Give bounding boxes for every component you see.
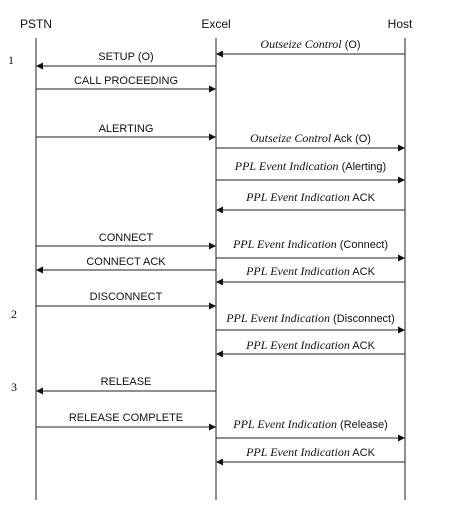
message: ALERTING bbox=[36, 123, 216, 141]
message-label-italic: PPL Event Indication bbox=[245, 264, 350, 278]
message-label: RELEASE bbox=[101, 376, 152, 388]
message: PPL Event Indication ACK bbox=[216, 264, 405, 286]
message-label-italic: Outseize Control bbox=[260, 37, 342, 51]
message-label-italic: PPL Event Indication bbox=[232, 237, 337, 251]
message-label: PPL Event Indication (Alerting) bbox=[234, 159, 386, 173]
message-label-italic: Outseize Control bbox=[250, 131, 332, 145]
message-label-plain: ACK bbox=[350, 447, 376, 459]
message-label: Outseize Control (O) bbox=[260, 37, 360, 51]
message-label: RELEASE COMPLETE bbox=[69, 412, 183, 424]
message: PPL Event Indication (Release) bbox=[216, 417, 405, 442]
message-label: CONNECT ACK bbox=[86, 256, 166, 268]
message-label-plain: (Disconnect) bbox=[330, 313, 395, 325]
step-marker-1: 1 bbox=[8, 53, 14, 67]
message-list: Outseize Control (O) SETUP (O) CALL PROCEE… bbox=[36, 37, 405, 466]
message-label-plain: (Alerting) bbox=[339, 161, 387, 173]
message-label: PPL Event Indication ACK bbox=[245, 190, 375, 204]
message-label-plain: (O) bbox=[342, 39, 361, 51]
message-label-italic: PPL Event Indication bbox=[245, 338, 350, 352]
message-label: CONNECT bbox=[99, 232, 154, 244]
message: DISCONNECT bbox=[36, 291, 216, 310]
message-label-plain: ACK bbox=[350, 266, 376, 278]
message-label-italic: PPL Event Indication bbox=[245, 445, 350, 459]
message-label: PPL Event Indication ACK bbox=[245, 264, 375, 278]
message-label-plain: (Release) bbox=[337, 419, 388, 431]
message-label: Outseize Control Ack (O) bbox=[250, 131, 371, 145]
message-label: PPL Event Indication ACK bbox=[245, 445, 375, 459]
message-label-plain: (Connect) bbox=[337, 239, 388, 251]
message: Outseize Control (O) bbox=[216, 37, 405, 58]
message: CONNECT ACK bbox=[36, 256, 216, 274]
message-label: ALERTING bbox=[99, 123, 154, 135]
message-label-plain: ACK bbox=[350, 192, 376, 204]
message-label: PPL Event Indication (Disconnect) bbox=[225, 311, 395, 325]
participant-excel-label: Excel bbox=[201, 17, 230, 31]
message-label-plain: Ack (O) bbox=[331, 133, 371, 145]
message: PPL Event Indication (Disconnect) bbox=[216, 311, 405, 334]
message-label: PPL Event Indication (Release) bbox=[232, 417, 388, 431]
message: RELEASE bbox=[36, 376, 216, 395]
message: PPL Event Indication ACK bbox=[216, 190, 405, 214]
message-label: CALL PROCEEDING bbox=[74, 75, 178, 87]
message: PPL Event Indication (Alerting) bbox=[216, 159, 405, 184]
message-label: DISCONNECT bbox=[90, 291, 163, 303]
message: PPL Event Indication (Connect) bbox=[216, 237, 405, 262]
message-label: PPL Event Indication ACK bbox=[245, 338, 375, 352]
message-label: SETUP (O) bbox=[98, 51, 153, 63]
participant-pstn-label: PSTN bbox=[20, 17, 52, 31]
message-label-italic: PPL Event Indication bbox=[234, 159, 339, 173]
message-label: PPL Event Indication (Connect) bbox=[232, 237, 388, 251]
message: PPL Event Indication ACK bbox=[216, 338, 405, 358]
step-marker-3: 3 bbox=[11, 380, 17, 394]
message-label-italic: PPL Event Indication bbox=[225, 311, 330, 325]
message: RELEASE COMPLETE bbox=[36, 412, 216, 431]
message: SETUP (O) bbox=[36, 51, 216, 70]
message: Outseize Control Ack (O) bbox=[216, 131, 405, 152]
participant-host-label: Host bbox=[388, 17, 413, 31]
message-label-plain: ACK bbox=[350, 340, 376, 352]
message-label-italic: PPL Event Indication bbox=[232, 417, 337, 431]
message: CONNECT bbox=[36, 232, 216, 250]
step-marker-2: 2 bbox=[11, 307, 17, 321]
message-label-italic: PPL Event Indication bbox=[245, 190, 350, 204]
message: CALL PROCEEDING bbox=[36, 75, 216, 93]
message: PPL Event Indication ACK bbox=[216, 445, 405, 466]
